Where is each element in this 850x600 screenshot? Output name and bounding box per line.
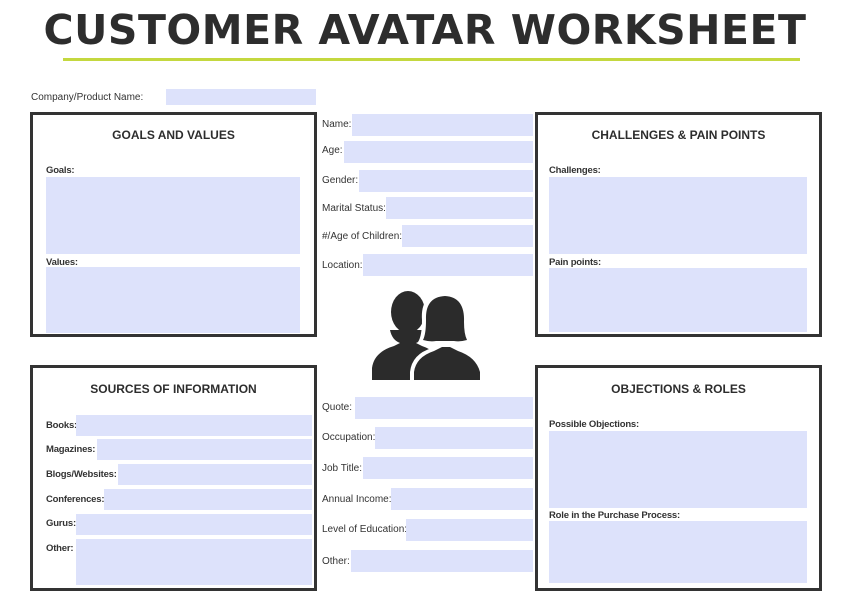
objections-title: OBJECTIONS & ROLES — [611, 382, 746, 396]
blogs-websites-field[interactable] — [118, 464, 312, 485]
purchase-role-label: Role in the Purchase Process: — [549, 510, 680, 521]
conferences-field[interactable] — [104, 489, 312, 510]
sources-title: SOURCES OF INFORMATION — [90, 382, 257, 396]
books-field[interactable] — [76, 415, 312, 436]
job-title-field[interactable] — [363, 457, 533, 479]
challenges-field[interactable] — [549, 177, 807, 254]
name-field[interactable] — [352, 114, 533, 136]
possible-objections-field[interactable] — [549, 431, 807, 508]
marital-status-field[interactable] — [386, 197, 533, 219]
name-label: Name: — [322, 119, 352, 130]
goals-field[interactable] — [46, 177, 300, 254]
annual-income-label: Annual Income: — [322, 494, 392, 505]
goals-label: Goals: — [46, 165, 75, 176]
goals-values-title: GOALS AND VALUES — [112, 128, 235, 142]
education-field[interactable] — [406, 519, 533, 541]
age-field[interactable] — [344, 141, 533, 163]
values-field[interactable] — [46, 267, 300, 333]
annual-income-field[interactable] — [391, 488, 533, 510]
conferences-label: Conferences: — [46, 494, 105, 505]
gurus-label: Gurus: — [46, 518, 76, 529]
company-product-input[interactable] — [166, 89, 316, 105]
purchase-role-field[interactable] — [549, 521, 807, 583]
profile-other-label: Other: — [322, 556, 350, 567]
challenges-label: Challenges: — [549, 165, 601, 176]
title-underline — [63, 58, 800, 61]
gender-field[interactable] — [359, 170, 533, 192]
quote-label: Quote: — [322, 402, 353, 413]
children-field[interactable] — [402, 225, 533, 247]
children-label: #/Age of Children: — [322, 231, 403, 242]
pain-points-label: Pain points: — [549, 257, 601, 268]
magazines-label: Magazines: — [46, 444, 96, 455]
quote-field[interactable] — [355, 397, 533, 419]
profile-other-field[interactable] — [351, 550, 533, 572]
challenges-title: CHALLENGES & PAIN POINTS — [591, 128, 766, 142]
education-label: Level of Education: — [322, 524, 408, 535]
possible-objections-label: Possible Objections: — [549, 419, 639, 430]
gurus-field[interactable] — [76, 514, 312, 535]
values-label: Values: — [46, 257, 78, 268]
pain-points-field[interactable] — [549, 268, 807, 332]
location-label: Location: — [322, 260, 363, 271]
location-field[interactable] — [363, 254, 533, 276]
sources-other-label: Other: — [46, 543, 74, 554]
marital-status-label: Marital Status: — [322, 203, 386, 214]
occupation-field[interactable] — [375, 427, 533, 449]
two-people-silhouette-icon — [370, 290, 486, 380]
company-product-label: Company/Product Name: — [31, 92, 144, 103]
magazines-field[interactable] — [97, 439, 312, 460]
sources-other-field[interactable] — [76, 539, 312, 585]
page-title: CUSTOMER AVATAR WORKSHEET — [43, 6, 807, 54]
occupation-label: Occupation: — [322, 432, 376, 443]
books-label: Books: — [46, 420, 77, 431]
job-title-label: Job Title: — [322, 463, 363, 474]
blogs-websites-label: Blogs/Websites: — [46, 469, 117, 480]
age-label: Age: — [322, 145, 343, 156]
gender-label: Gender: — [322, 175, 359, 186]
